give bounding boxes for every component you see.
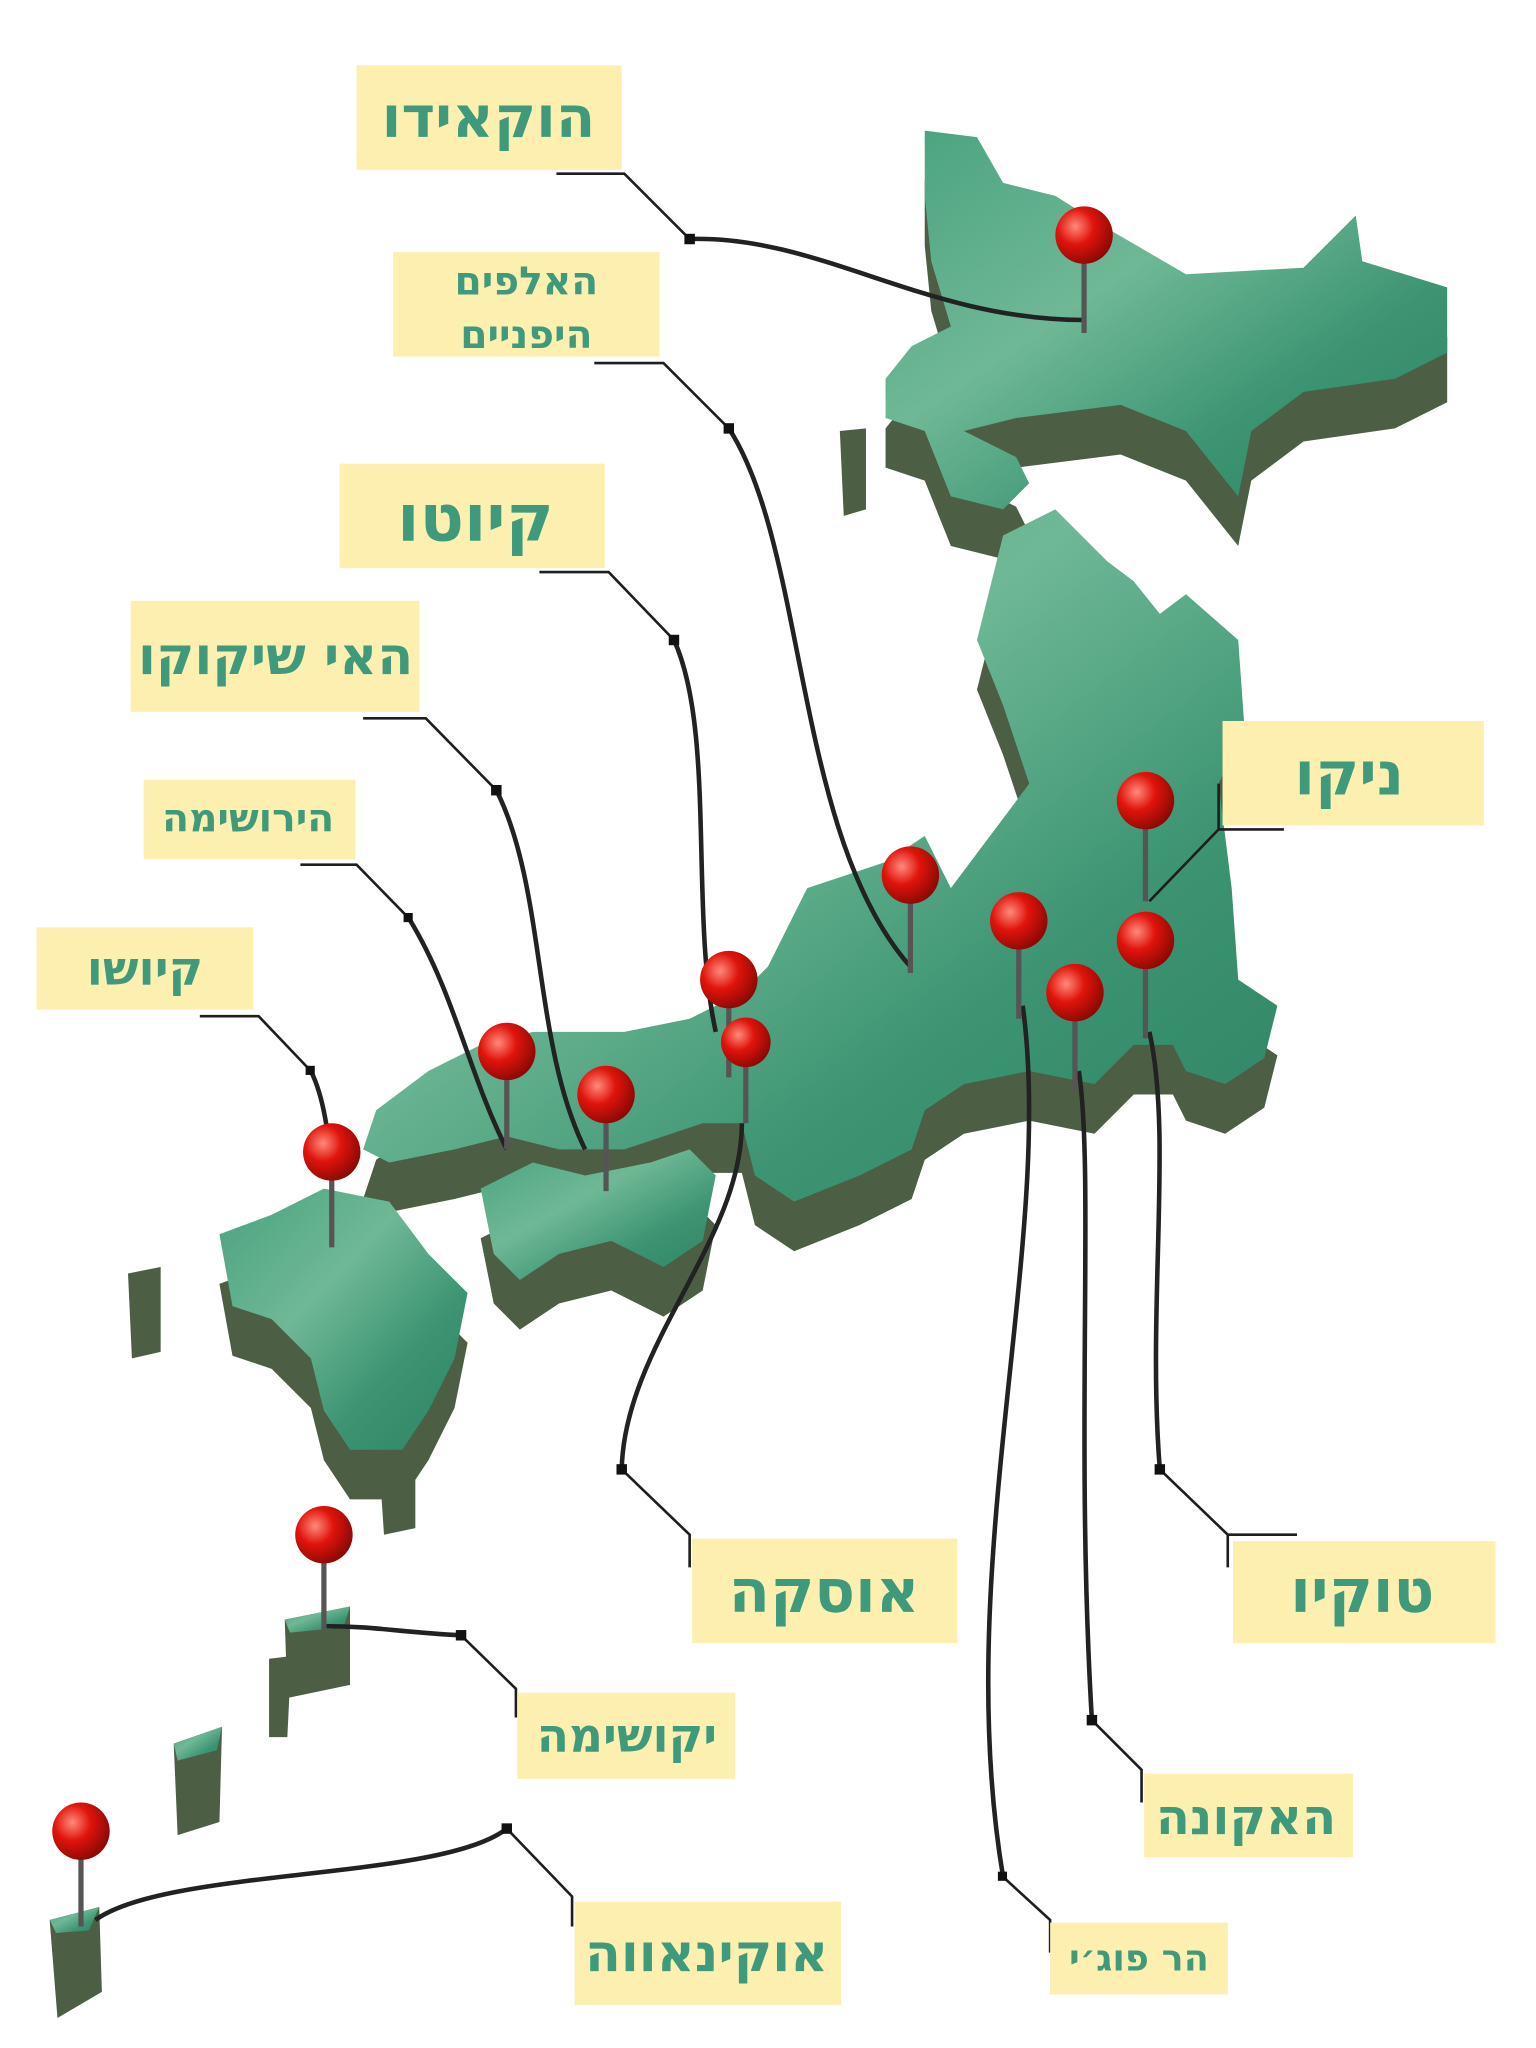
leader-dots <box>305 233 1166 1881</box>
svg-text:האי שיקוקו: האי שיקוקו <box>138 627 413 687</box>
map-pin-icon[interactable] <box>881 846 940 974</box>
svg-text:אוקינאווה: אוקינאווה <box>585 1924 828 1984</box>
hokkaido-island <box>885 130 1448 510</box>
map-pin-icon[interactable] <box>303 1123 361 1248</box>
label-hokkaido[interactable]: הוקאידו <box>356 65 622 170</box>
label-japanese-alps[interactable]: האלפים היפניים <box>393 252 660 358</box>
map-pin-icon[interactable] <box>720 1017 771 1124</box>
svg-text:טוקיו: טוקיו <box>1290 1557 1434 1627</box>
map-pin-icon[interactable] <box>577 1065 635 1192</box>
label-shikoku[interactable]: האי שיקוקו <box>130 600 420 712</box>
land-tops <box>219 130 1448 1450</box>
location-labels: הוקאידו האלפים היפניים קיוטו האי שיקוקו … <box>36 65 1496 2005</box>
label-yakushima[interactable]: יקושימה <box>517 1692 736 1779</box>
svg-text:אוסקה: אוסקה <box>729 1557 920 1627</box>
map-pin-icon[interactable] <box>478 1022 536 1150</box>
svg-text:קיושו: קיושו <box>87 942 203 997</box>
label-okinawa[interactable]: אוקינאווה <box>574 1901 842 2005</box>
svg-text:ניקו: ניקו <box>1294 740 1404 810</box>
svg-text:הוקאידו: הוקאידו <box>382 84 596 151</box>
label-mount-fuji[interactable]: הר פוג׳י <box>1050 1922 1228 1995</box>
kyushu-island <box>219 1188 468 1450</box>
map-pin-icon[interactable] <box>1116 911 1175 1039</box>
label-hakone[interactable]: האקונה <box>1144 1773 1354 1858</box>
label-hiroshima[interactable]: הירושימה <box>143 779 356 860</box>
map-pins <box>52 206 1175 1927</box>
map-pin-icon[interactable] <box>1046 963 1104 1091</box>
label-kyushu[interactable]: קיושו <box>36 927 254 1010</box>
svg-text:יקושימה: יקושימה <box>537 1708 717 1763</box>
label-osaka[interactable]: אוסקה <box>692 1538 958 1644</box>
label-tokyo[interactable]: טוקיו <box>1232 1541 1496 1644</box>
svg-text:האקונה: האקונה <box>1156 1788 1336 1846</box>
shikoku-island <box>480 1149 716 1280</box>
map-pin-icon[interactable] <box>295 1505 353 1631</box>
svg-text:הירושימה: הירושימה <box>162 796 334 841</box>
label-nikko[interactable]: ניקו <box>1222 720 1484 826</box>
svg-text:האלפים: האלפים <box>455 260 599 305</box>
honshu-island <box>363 509 1278 1202</box>
map-pin-icon[interactable] <box>1055 206 1113 334</box>
svg-text:קיוטו: קיוטו <box>397 481 553 557</box>
label-kyoto[interactable]: קיוטו <box>339 463 605 569</box>
map-pin-icon[interactable] <box>1116 771 1175 902</box>
svg-text:הר פוג׳י: הר פוג׳י <box>1069 1936 1209 1979</box>
map-pin-icon[interactable] <box>990 892 1048 1019</box>
small-islands <box>49 428 866 2018</box>
svg-text:היפניים: היפניים <box>460 313 592 358</box>
map-pin-icon[interactable] <box>52 1802 110 1927</box>
